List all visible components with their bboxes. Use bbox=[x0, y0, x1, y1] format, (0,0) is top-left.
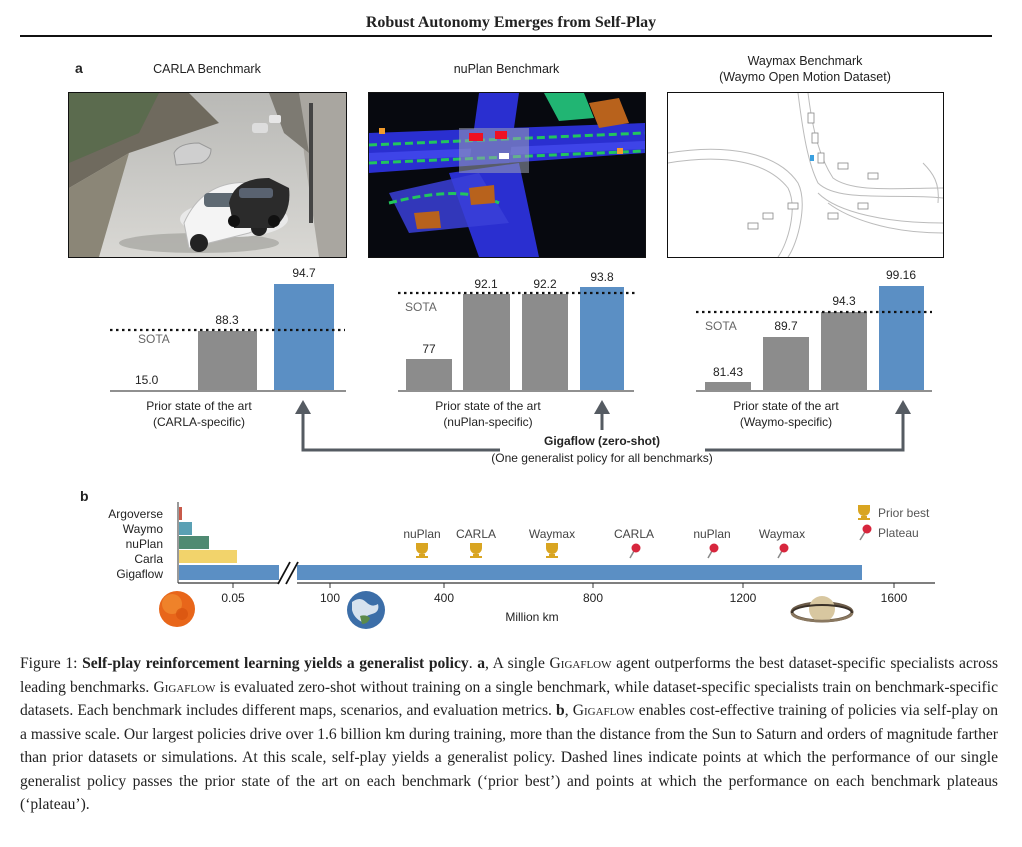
carla-benchmark-title: CARLA Benchmark bbox=[153, 62, 261, 76]
bar-carla-1 bbox=[198, 331, 257, 390]
legend-prior-best-label: Prior best bbox=[878, 506, 930, 520]
sota-label-nuplan: SOTA bbox=[405, 300, 437, 314]
bar-waymax-0 bbox=[705, 382, 751, 390]
bar-gigaflow bbox=[179, 565, 862, 580]
bar-nuplan bbox=[179, 536, 209, 549]
marker-label-waymax-prior: Waymax bbox=[529, 527, 575, 541]
gigaflow-connector-lines bbox=[301, 412, 905, 452]
group-label-waymax-1: Prior state of the art bbox=[733, 399, 839, 413]
marker-label-nuplan-plateau: nuPlan bbox=[693, 527, 730, 541]
sun-icon bbox=[159, 591, 195, 627]
value-label-carla-2: 94.7 bbox=[292, 266, 316, 280]
value-label-waymax-0: 81.43 bbox=[713, 365, 743, 379]
x-tick-1: 100 bbox=[320, 591, 340, 605]
value-label-carla-0: 15.0 bbox=[135, 373, 159, 387]
saturn-icon bbox=[790, 596, 854, 623]
dataset-label-gigaflow: Gigaflow bbox=[116, 567, 163, 581]
dataset-label-argoverse: Argoverse bbox=[108, 507, 163, 521]
figure-title: Robust Autonomy Emerges from Self-Play bbox=[365, 14, 657, 31]
bar-waymo bbox=[179, 522, 192, 535]
sota-label-waymax: SOTA bbox=[705, 319, 737, 333]
bar-waymax-gigaflow bbox=[879, 286, 924, 390]
bar-nuplan-0 bbox=[406, 359, 452, 390]
legend-plateau: Plateau bbox=[859, 524, 919, 541]
panel-a-bar-charts: SOTA 15.0 88.3 94.7 SOTA 77 92.1 92.2 93… bbox=[110, 266, 932, 465]
x-tick-0: 0.05 bbox=[221, 591, 245, 605]
bar-waymax-2 bbox=[821, 312, 867, 390]
value-label-nuplan-3: 93.8 bbox=[590, 270, 614, 284]
value-label-carla-1: 88.3 bbox=[215, 313, 239, 327]
value-label-waymax-2: 94.3 bbox=[832, 294, 856, 308]
carla-simulation-image bbox=[68, 92, 347, 258]
bar-carla-gigaflow bbox=[274, 284, 334, 390]
marker-label-nuplan-prior: nuPlan bbox=[403, 527, 440, 541]
gigaflow-sublabel: (One generalist policy for all benchmark… bbox=[491, 451, 712, 465]
pushpin-icon bbox=[629, 543, 789, 559]
caption-bold-title: Self-play reinforcement learning yields … bbox=[82, 655, 469, 672]
pushpin-icon bbox=[862, 524, 872, 534]
bar-nuplan-2 bbox=[522, 294, 568, 390]
earth-icon bbox=[347, 591, 385, 629]
x-tick-3: 800 bbox=[583, 591, 603, 605]
bar-argoverse bbox=[179, 507, 182, 520]
panel-b-distance-chart: Argoverse Waymo nuPlan Carla Gigaflow 0.… bbox=[108, 502, 935, 629]
bar-nuplan-gigaflow bbox=[580, 287, 624, 390]
axis-break-mark bbox=[277, 561, 299, 585]
group-label-waymax-2: (Waymo-specific) bbox=[740, 415, 832, 429]
x-tick-5: 1600 bbox=[881, 591, 908, 605]
group-label-nuplan-2: (nuPlan-specific) bbox=[443, 415, 532, 429]
panel-a-letter: a bbox=[75, 60, 83, 76]
marker-label-waymax-plateau: Waymax bbox=[759, 527, 805, 541]
value-label-waymax-3: 99.16 bbox=[886, 268, 916, 282]
marker-label-carla-plateau: CARLA bbox=[614, 527, 654, 541]
nuplan-map-image bbox=[368, 92, 646, 258]
legend-prior-best: Prior best bbox=[858, 505, 930, 520]
x-axis-label: Million km bbox=[505, 610, 558, 624]
group-label-nuplan-1: Prior state of the art bbox=[435, 399, 541, 413]
panel-b-letter: b bbox=[80, 488, 89, 504]
nuplan-benchmark-title: nuPlan Benchmark bbox=[453, 62, 560, 76]
sota-label-carla: SOTA bbox=[138, 332, 170, 346]
waymax-map-image bbox=[667, 92, 944, 258]
x-tick-4: 1200 bbox=[730, 591, 757, 605]
dataset-label-nuplan: nuPlan bbox=[126, 537, 163, 551]
caption-fig-label: Figure 1: bbox=[20, 655, 78, 672]
legend-plateau-label: Plateau bbox=[878, 526, 919, 540]
x-tick-2: 400 bbox=[434, 591, 454, 605]
value-label-nuplan-2: 92.2 bbox=[533, 277, 557, 291]
value-label-waymax-1: 89.7 bbox=[774, 319, 798, 333]
marker-label-carla-prior: CARLA bbox=[456, 527, 496, 541]
bar-nuplan-1 bbox=[463, 294, 510, 390]
bar-waymax-1 bbox=[763, 337, 809, 390]
group-label-carla-2: (CARLA-specific) bbox=[153, 415, 245, 429]
figure-caption: Figure 1: Self-play reinforcement learni… bbox=[20, 655, 999, 813]
gigaflow-label: Gigaflow (zero-shot) bbox=[544, 434, 660, 448]
waymax-benchmark-title: Waymax Benchmark (Waymo Open Motion Data… bbox=[719, 54, 891, 84]
value-label-nuplan-1: 92.1 bbox=[474, 277, 498, 291]
gigaflow-arrowheads bbox=[295, 400, 911, 414]
group-label-carla-1: Prior state of the art bbox=[146, 399, 252, 413]
value-label-nuplan-0: 77 bbox=[422, 342, 436, 356]
trophy-icon bbox=[416, 543, 558, 558]
bar-carla bbox=[179, 550, 237, 563]
trophy-icon bbox=[858, 505, 870, 520]
title-rule bbox=[20, 35, 992, 37]
dataset-label-carla: Carla bbox=[134, 552, 163, 566]
dataset-label-waymo: Waymo bbox=[123, 522, 164, 536]
